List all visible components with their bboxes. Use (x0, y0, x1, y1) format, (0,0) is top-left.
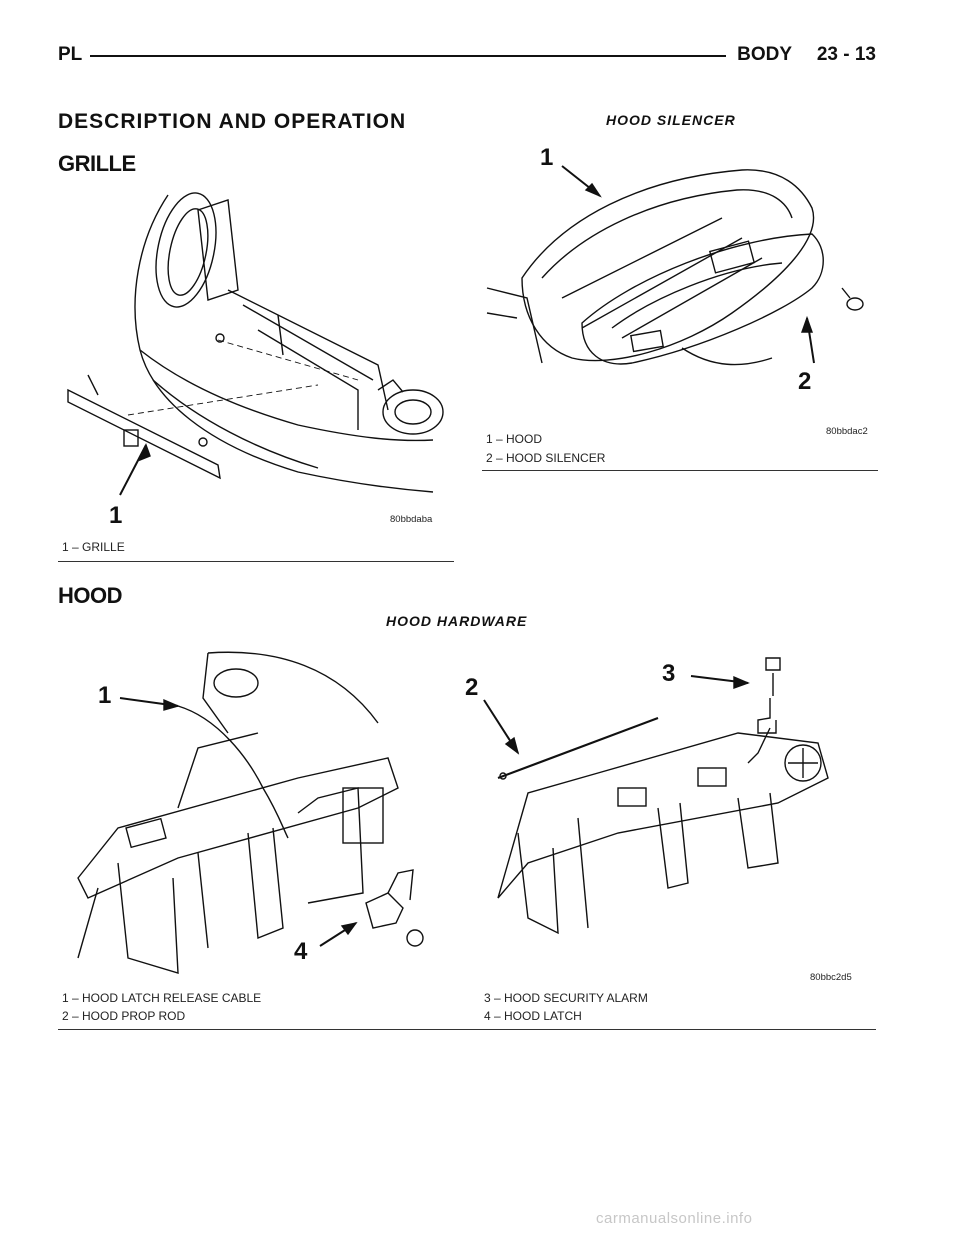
hood-hardware-callout-1: 1 (98, 682, 112, 709)
hood-hardware-callout-2: 2 (465, 674, 479, 701)
hood-hardware-legend-item-1: 1 – HOOD LATCH RELEASE CABLE (62, 991, 262, 1005)
hood-silencer-legend-item-2: 2 – HOOD SILENCER (486, 451, 606, 465)
hood-silencer-figure: 1 2 80bbdac2 (482, 138, 878, 438)
grille-figure: 1 80bbdaba (58, 180, 458, 530)
grille-figure-id: 80bbdaba (390, 514, 433, 525)
hood-silencer-callout-1: 1 (540, 144, 554, 171)
header-section-name: BODY (737, 44, 792, 65)
hood-silencer-title: HOOD SILENCER (606, 112, 736, 128)
hood-silencer-figure-rule (482, 470, 878, 471)
hood-hardware-callout-3: 3 (662, 660, 676, 687)
hood-silencer-illustration (486, 165, 864, 366)
hood-heading: HOOD (58, 583, 123, 608)
hood-hardware-illustration (77, 651, 829, 974)
grille-heading: GRILLE (58, 151, 136, 176)
header-page-number: 23 - 13 (816, 44, 876, 65)
hood-hardware-figure-rule (58, 1029, 876, 1030)
header-model-code: PL (58, 44, 83, 65)
hood-hardware-legend-item-3: 3 – HOOD SECURITY ALARM (484, 991, 648, 1005)
watermark: carmanualsonline.info (596, 1210, 753, 1227)
hood-hardware-legend-item-2: 2 – HOOD PROP ROD (62, 1009, 186, 1023)
grille-legend-item: 1 – GRILLE (62, 540, 125, 554)
grille-callout-1: 1 (109, 502, 123, 529)
header-rule (90, 55, 726, 57)
page-header: PL BODY 23 - 13 (58, 44, 876, 70)
main-heading: DESCRIPTION AND OPERATION (58, 110, 407, 133)
hood-hardware-figure-id: 80bbc2d5 (810, 972, 852, 983)
grille-illustration (67, 192, 444, 496)
hood-silencer-figure-id: 80bbdac2 (826, 426, 868, 437)
hood-silencer-legend-item-1: 1 – HOOD (486, 432, 543, 446)
hood-hardware-legend-item-4: 4 – HOOD LATCH (484, 1009, 582, 1023)
hood-hardware-callout-4: 4 (294, 938, 308, 965)
hood-silencer-callout-2: 2 (798, 368, 812, 395)
grille-figure-rule (58, 561, 454, 562)
hood-hardware-figure: 1 2 3 4 80bbc2d5 (58, 638, 876, 988)
hood-hardware-title: HOOD HARDWARE (386, 613, 528, 629)
